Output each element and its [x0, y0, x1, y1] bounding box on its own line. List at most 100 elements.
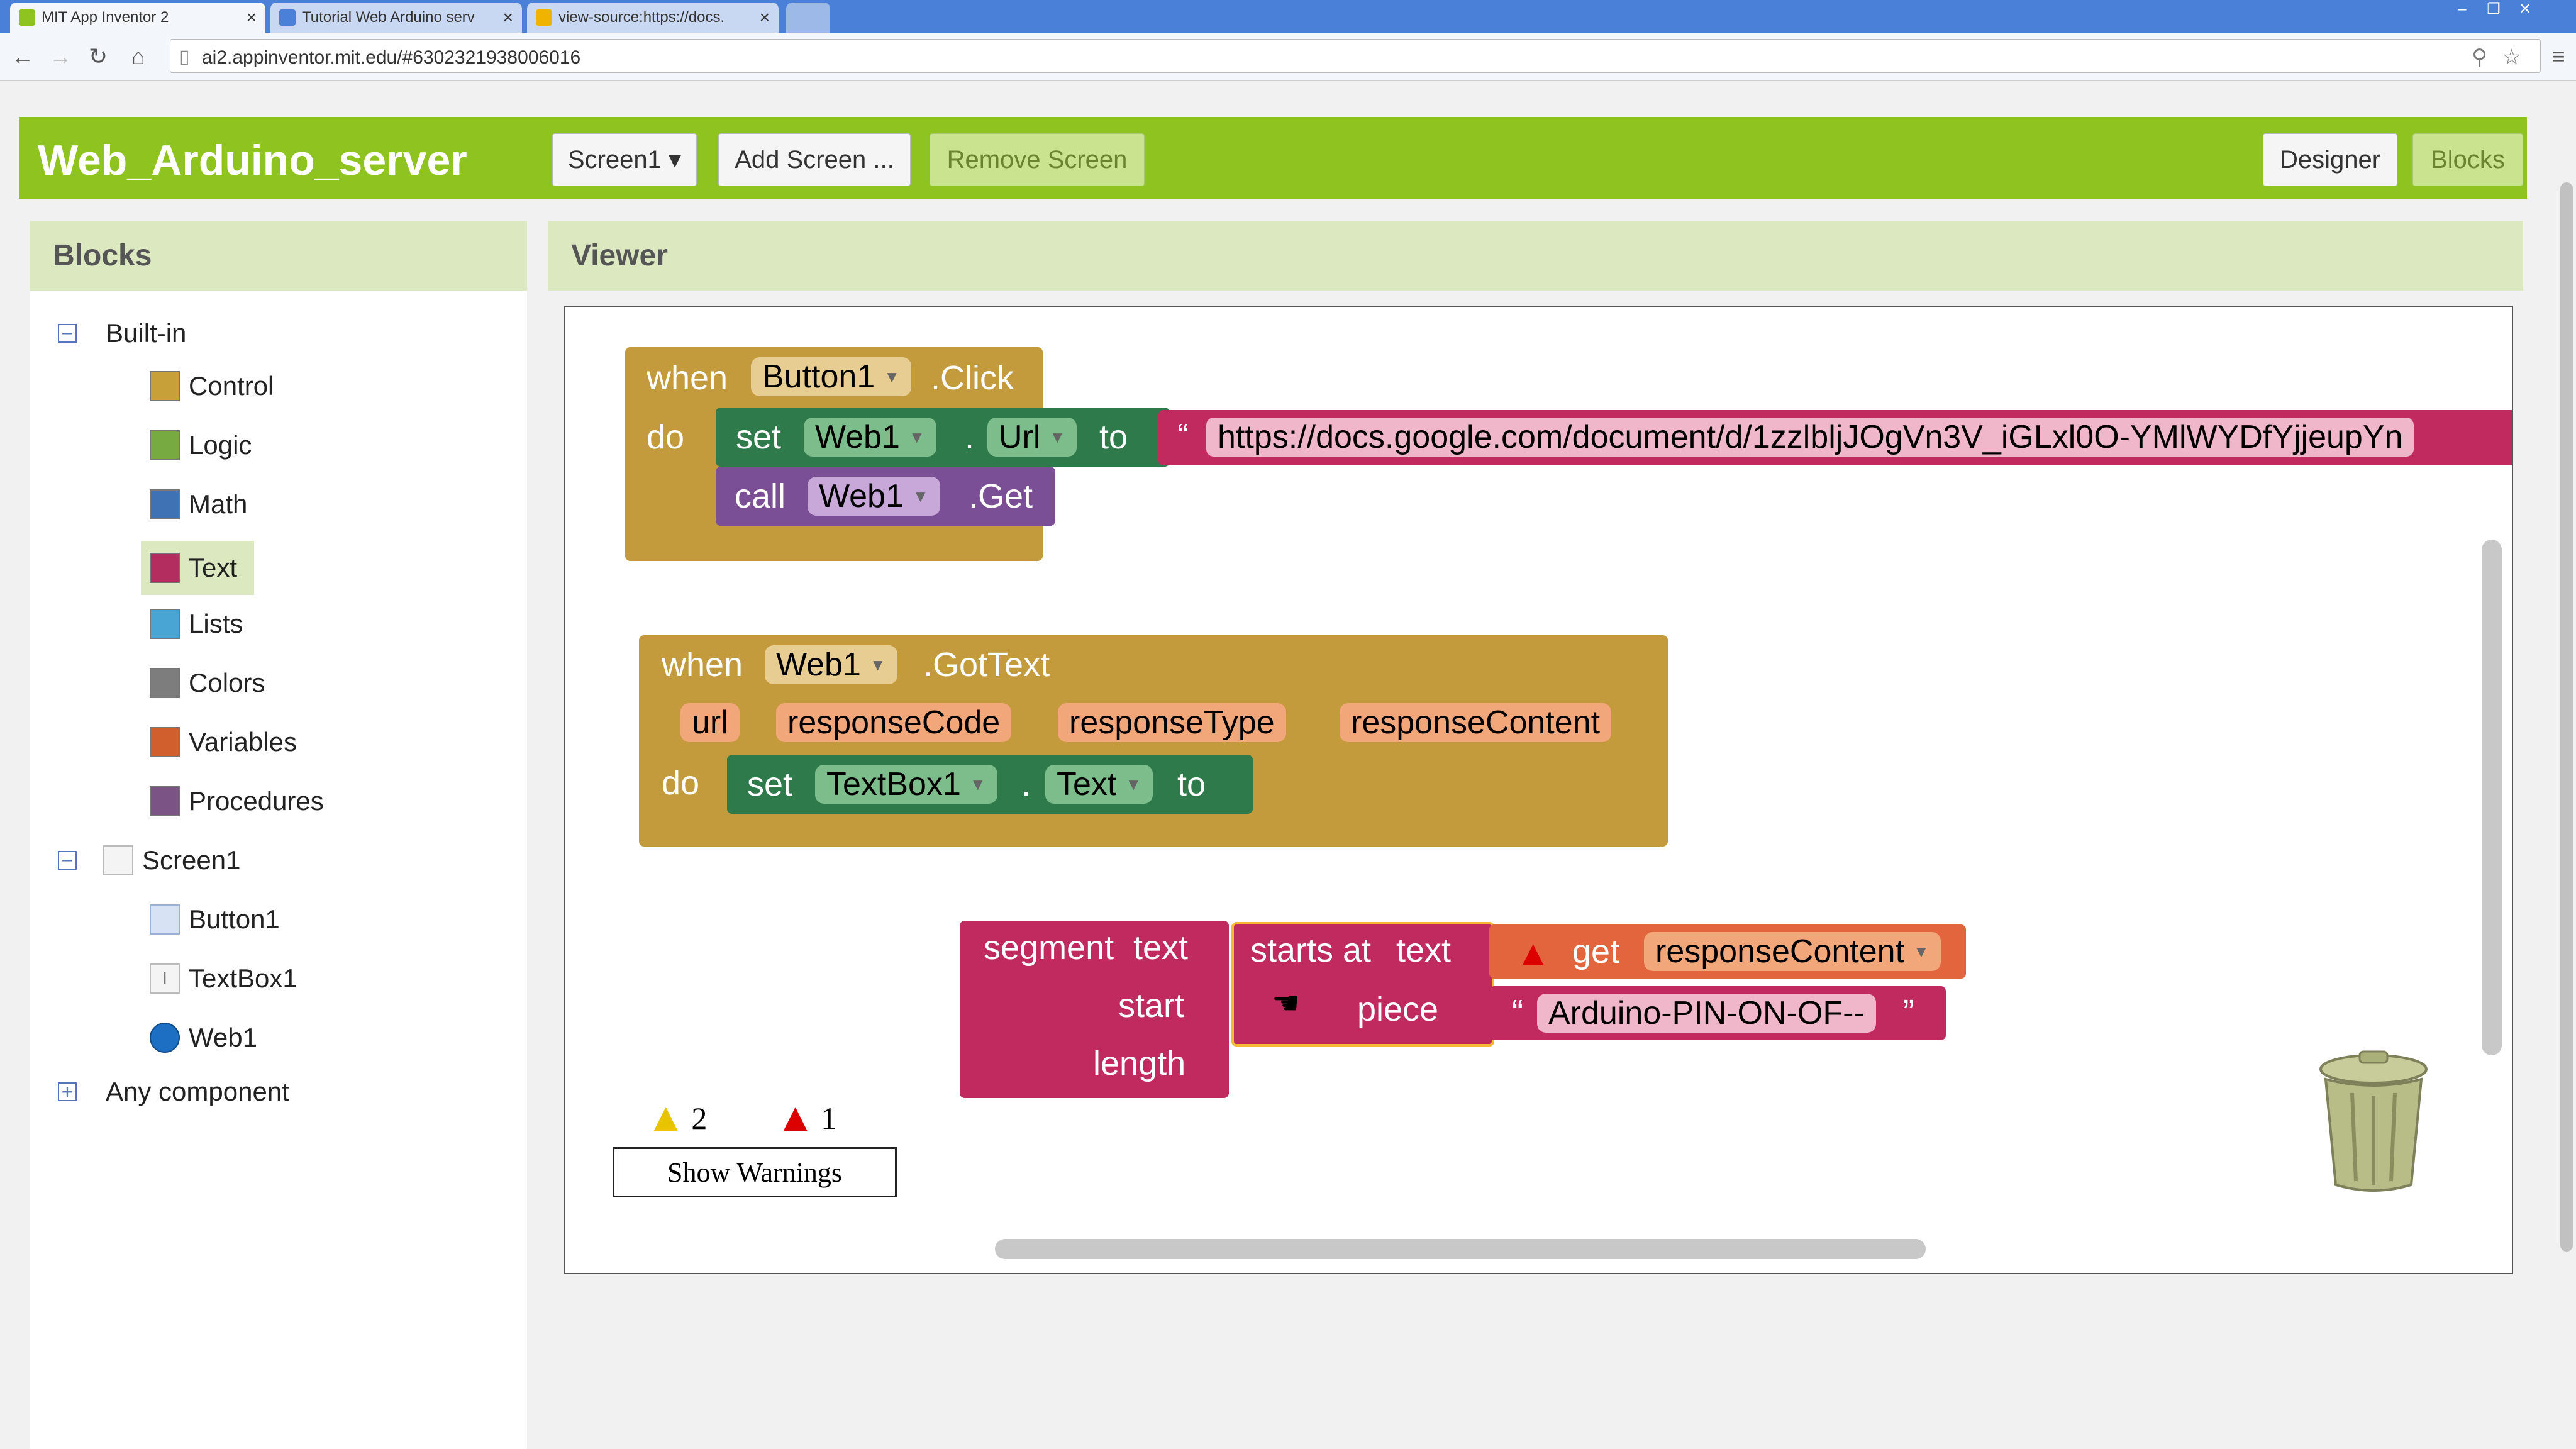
blocks-workspace[interactable]: when Button1▼ .Click do set Web1▼ . Url▼…	[564, 306, 2513, 1274]
component-dropdown-button1[interactable]: Button1▼	[751, 357, 911, 396]
segment-text-block[interactable]: segment text start length	[960, 921, 1229, 1098]
category-colors[interactable]: Colors	[150, 668, 265, 698]
category-math[interactable]: Math	[150, 489, 247, 519]
browser-tab-tutorial[interactable]: Tutorial Web Arduino serv ×	[270, 3, 522, 33]
event-name: .Click	[931, 359, 1014, 397]
tree-screen1[interactable]: − Screen1	[58, 845, 240, 875]
collapse-icon[interactable]: −	[58, 850, 77, 870]
close-window-icon[interactable]: ✕	[2518, 1, 2532, 18]
warning-counter[interactable]: ▲ 2	[645, 1094, 707, 1142]
param-responsecode[interactable]: responseCode	[776, 703, 1012, 742]
text-color-icon	[150, 553, 180, 583]
collapse-icon[interactable]: −	[58, 323, 77, 343]
starts-at-keyword: starts at	[1250, 931, 1372, 969]
param-responsetype[interactable]: responseType	[1058, 703, 1286, 742]
reload-icon[interactable]: ↻	[88, 43, 108, 69]
category-logic[interactable]: Logic	[150, 430, 252, 460]
component-label: Web1	[189, 1023, 257, 1052]
text-string-block-piece[interactable]: “ Arduino-PIN-ON-OF-- ”	[1489, 986, 1946, 1040]
restore-icon[interactable]: ❐	[2487, 1, 2501, 18]
open-quote: “	[1512, 993, 1523, 1031]
component-web1[interactable]: Web1	[150, 1023, 257, 1053]
category-lists[interactable]: Lists	[150, 609, 243, 639]
add-screen-button[interactable]: Add Screen ...	[718, 133, 911, 186]
browser-tab-view-source[interactable]: view-source:https://docs. ×	[527, 3, 779, 33]
tab-close-icon[interactable]: ×	[759, 8, 770, 27]
show-warnings-button[interactable]: Show Warnings	[613, 1147, 897, 1197]
component-dropdown-textbox1[interactable]: TextBox1▼	[815, 765, 997, 804]
tab-close-icon[interactable]: ×	[502, 8, 513, 27]
zoom-icon[interactable]: ⚲	[2472, 45, 2487, 69]
bookmark-star-icon[interactable]: ☆	[2502, 45, 2521, 69]
component-dropdown-web1[interactable]: Web1▼	[808, 477, 940, 516]
browser-tab-app-inventor[interactable]: MIT App Inventor 2 ×	[10, 3, 265, 33]
home-icon[interactable]: ⌂	[131, 43, 145, 69]
tree-label: Screen1	[142, 845, 241, 875]
category-label: Math	[189, 489, 248, 519]
text-string-block-url[interactable]: “ https://docs.google.com/document/d/1zz…	[1158, 410, 2512, 465]
minimize-icon[interactable]: –	[2458, 1, 2467, 18]
component-dropdown-web1[interactable]: Web1▼	[765, 645, 897, 684]
category-label: Procedures	[189, 786, 324, 816]
category-text[interactable]: Text	[141, 541, 254, 595]
category-label: Variables	[189, 727, 297, 757]
back-icon[interactable]: ←	[11, 43, 34, 69]
workspace-vertical-scrollbar[interactable]	[2482, 540, 2502, 1055]
dropdown-arrow-icon: ▼	[912, 486, 929, 506]
param-responsecontent[interactable]: responseContent	[1340, 703, 1612, 742]
designer-button[interactable]: Designer	[2263, 133, 2397, 186]
component-button1[interactable]: Button1	[150, 904, 280, 935]
tree-builtin[interactable]: − Built-in	[58, 318, 186, 348]
forward-icon[interactable]: →	[49, 43, 72, 69]
close-quote: ”	[1903, 993, 1914, 1031]
param-url[interactable]: url	[680, 703, 740, 742]
starts-at-block-selected[interactable]: starts at text piece ☚	[1231, 922, 1494, 1046]
screen-select-dropdown[interactable]: Screen1 ▾	[552, 133, 697, 186]
remove-screen-button[interactable]: Remove Screen	[930, 133, 1145, 186]
do-keyword: do	[647, 418, 685, 456]
colors-color-icon	[150, 668, 180, 698]
math-color-icon	[150, 489, 180, 519]
set-textbox1-text-block[interactable]: set TextBox1▼ . Text▼ to	[727, 755, 1253, 814]
property-dropdown-text[interactable]: Text▼	[1045, 765, 1153, 804]
event-block-web1-gottext[interactable]: when Web1▼ .GotText url responseCode res…	[639, 635, 1668, 847]
component-dropdown-web1[interactable]: Web1▼	[804, 418, 936, 457]
menu-icon[interactable]: ≡	[2551, 43, 2565, 69]
screen-icon	[103, 845, 133, 875]
blocks-palette: Blocks − Built-in Control Logic Math Tex…	[30, 221, 527, 1449]
palette-header: Blocks	[30, 221, 527, 291]
expand-icon[interactable]: +	[58, 1082, 77, 1102]
workspace-horizontal-scrollbar[interactable]	[995, 1239, 1926, 1259]
blocks-button[interactable]: Blocks	[2412, 133, 2523, 186]
category-label: Control	[189, 371, 274, 401]
tab-label: view-source:https://docs.	[558, 9, 725, 26]
page-scrollbar-thumb[interactable]	[2560, 182, 2573, 1252]
piece-text-field[interactable]: Arduino-PIN-ON-OF--	[1537, 994, 1876, 1033]
piece-string: Arduino-PIN-ON-OF--	[1548, 995, 1865, 1031]
category-label: Lists	[189, 609, 243, 638]
category-control[interactable]: Control	[150, 371, 274, 401]
category-procedures[interactable]: Procedures	[150, 786, 324, 816]
tree-any-component[interactable]: + Any component	[58, 1077, 289, 1107]
dropdown-label: Web1	[776, 647, 861, 683]
call-keyword: call	[735, 477, 786, 515]
new-tab-button[interactable]	[786, 3, 830, 33]
page-scrollbar[interactable]	[2557, 88, 2576, 1449]
url-text-field[interactable]: https://docs.google.com/document/d/1zzlb…	[1206, 418, 2414, 457]
error-counter[interactable]: ▲ 1	[775, 1094, 836, 1142]
web-globe-icon	[150, 1023, 180, 1053]
get-variable-block[interactable]: ▲ get responseContent▼	[1489, 924, 1966, 979]
control-color-icon	[150, 371, 180, 401]
call-web1-get-block[interactable]: call Web1▼ .Get	[716, 467, 1055, 526]
start-socket-label: start	[1118, 987, 1185, 1024]
component-textbox1[interactable]: I TextBox1	[150, 963, 297, 994]
set-web1-url-block[interactable]: set Web1▼ . Url▼ to	[716, 408, 1170, 467]
dropdown-label: Button1	[762, 358, 875, 395]
trash-can-icon[interactable]	[2311, 1050, 2436, 1195]
tab-close-icon[interactable]: ×	[246, 8, 257, 27]
category-variables[interactable]: Variables	[150, 727, 297, 757]
property-dropdown-url[interactable]: Url▼	[987, 418, 1077, 457]
address-bar[interactable]: ▯ ai2.appinventor.mit.edu/#6302321938006…	[170, 39, 2541, 73]
error-warning-icon[interactable]: ▲	[1516, 933, 1551, 972]
variable-dropdown-responsecontent[interactable]: responseContent▼	[1644, 932, 1941, 971]
